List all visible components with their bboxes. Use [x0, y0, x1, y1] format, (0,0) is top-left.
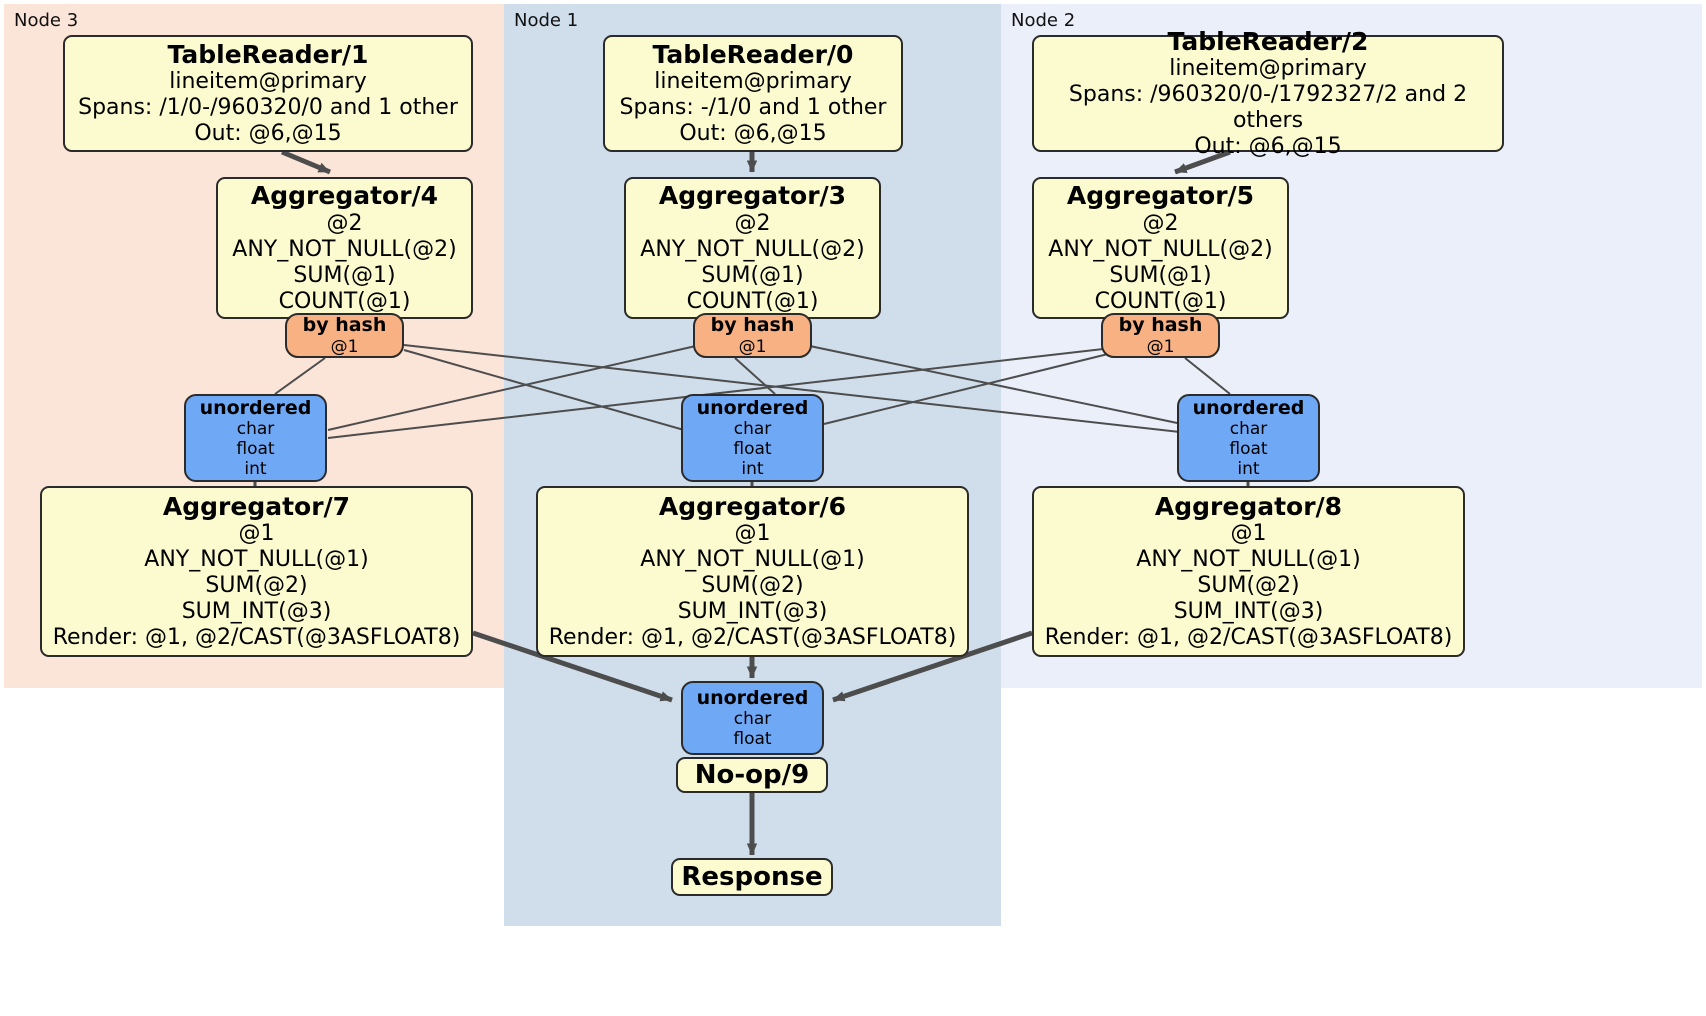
- processor-detail: lineitem@primary: [654, 69, 852, 95]
- router-detail: float: [1229, 439, 1268, 460]
- processor-title: Aggregator/5: [1066, 181, 1255, 211]
- processor-detail: COUNT(@1): [686, 288, 819, 314]
- processor-detail: SUM(@1): [701, 262, 804, 288]
- processor-title: TableReader/0: [652, 39, 854, 69]
- router-unordered-center[interactable]: unordered char float int: [681, 394, 824, 482]
- router-unordered-final[interactable]: unordered char float: [681, 681, 824, 755]
- router-title: unordered: [696, 686, 809, 709]
- processor-title: Aggregator/3: [658, 181, 847, 211]
- processor-detail: lineitem@primary: [169, 69, 367, 95]
- processor-title: Aggregator/6: [658, 491, 847, 521]
- processor-render-detail: Render: @1, @2/CAST(@3ASFLOAT8): [548, 625, 957, 651]
- processor-detail: SUM(@2): [701, 573, 804, 599]
- processor-no-op-9[interactable]: No-op/9: [676, 757, 828, 793]
- processor-detail: Out: @6,@15: [1194, 134, 1342, 160]
- router-detail: float: [733, 729, 772, 750]
- node-panel-label-node-2: Node 2: [1011, 10, 1076, 31]
- processor-detail: ANY_NOT_NULL(@2): [232, 236, 457, 262]
- processor-title: TableReader/2: [1167, 26, 1369, 56]
- router-detail: char: [1229, 419, 1268, 440]
- router-detail: @1: [1146, 336, 1175, 357]
- processor-detail: SUM_INT(@3): [181, 599, 332, 625]
- processor-title: Aggregator/8: [1154, 491, 1343, 521]
- processor-title: TableReader/1: [167, 39, 369, 69]
- processor-detail: COUNT(@1): [1094, 288, 1227, 314]
- processor-table-reader-2[interactable]: TableReader/2 lineitem@primary Spans: /9…: [1032, 27, 1504, 159]
- processor-detail: SUM_INT(@3): [1173, 599, 1324, 625]
- processor-table-reader-1[interactable]: TableReader/1 lineitem@primary Spans: /1…: [63, 35, 473, 152]
- router-unordered-left[interactable]: unordered char float int: [184, 394, 327, 482]
- processor-render-detail: Render: @1, @2/CAST(@3ASFLOAT8): [1044, 625, 1453, 651]
- router-detail: char: [236, 419, 275, 440]
- processor-detail: @2: [326, 210, 363, 236]
- router-by-hash-center[interactable]: by hash @1: [693, 313, 812, 358]
- processor-title: Response: [681, 861, 823, 892]
- router-detail: @1: [330, 336, 359, 357]
- processor-title: No-op/9: [694, 759, 810, 790]
- processor-aggregator-8[interactable]: Aggregator/8 @1 ANY_NOT_NULL(@1) SUM(@2)…: [1032, 486, 1465, 657]
- router-by-hash-right[interactable]: by hash @1: [1101, 313, 1220, 358]
- processor-detail: Spans: -/1/0 and 1 other: [619, 95, 887, 121]
- processor-detail: lineitem@primary: [1169, 56, 1367, 82]
- processor-detail: Out: @6,@15: [194, 121, 342, 147]
- node-panel-label-node-3: Node 3: [14, 10, 79, 31]
- processor-detail: @1: [1230, 521, 1267, 547]
- router-detail: float: [733, 439, 772, 460]
- processor-detail: ANY_NOT_NULL(@1): [1136, 547, 1361, 573]
- router-title: unordered: [696, 396, 809, 419]
- processor-render-detail: Render: @1, @2/CAST(@3ASFLOAT8): [52, 625, 461, 651]
- processor-title: Aggregator/4: [250, 181, 439, 211]
- processor-detail: @1: [734, 521, 771, 547]
- router-detail: float: [236, 439, 275, 460]
- router-title: by hash: [302, 314, 387, 337]
- processor-detail: @2: [734, 210, 771, 236]
- router-title: by hash: [1118, 314, 1203, 337]
- router-detail: int: [741, 459, 764, 480]
- processor-aggregator-3[interactable]: Aggregator/3 @2 ANY_NOT_NULL(@2) SUM(@1)…: [624, 177, 881, 319]
- processor-detail: Spans: /960320/0-/1792327/2 and 2 others: [1068, 82, 1468, 134]
- processor-detail: COUNT(@1): [278, 288, 411, 314]
- processor-detail: SUM(@1): [293, 262, 396, 288]
- processor-detail: ANY_NOT_NULL(@1): [640, 547, 865, 573]
- router-detail: char: [733, 419, 772, 440]
- router-detail: int: [1237, 459, 1260, 480]
- processor-detail: SUM_INT(@3): [677, 599, 828, 625]
- node-panel-label-node-1: Node 1: [514, 10, 579, 31]
- processor-aggregator-4[interactable]: Aggregator/4 @2 ANY_NOT_NULL(@2) SUM(@1)…: [216, 177, 473, 319]
- router-detail: char: [733, 709, 772, 730]
- processor-aggregator-5[interactable]: Aggregator/5 @2 ANY_NOT_NULL(@2) SUM(@1)…: [1032, 177, 1289, 319]
- router-title: unordered: [1192, 396, 1305, 419]
- router-detail: int: [244, 459, 267, 480]
- processor-detail: Out: @6,@15: [679, 121, 827, 147]
- processor-table-reader-0[interactable]: TableReader/0 lineitem@primary Spans: -/…: [603, 35, 903, 152]
- processor-aggregator-6[interactable]: Aggregator/6 @1 ANY_NOT_NULL(@1) SUM(@2)…: [536, 486, 969, 657]
- processor-detail: SUM(@2): [205, 573, 308, 599]
- router-title: unordered: [199, 396, 312, 419]
- processor-detail: ANY_NOT_NULL(@2): [1048, 236, 1273, 262]
- processor-detail: Spans: /1/0-/960320/0 and 1 other: [78, 95, 458, 121]
- processor-response[interactable]: Response: [671, 858, 833, 896]
- processor-detail: SUM(@1): [1109, 262, 1212, 288]
- router-title: by hash: [710, 314, 795, 337]
- processor-detail: ANY_NOT_NULL(@1): [144, 547, 369, 573]
- processor-title: Aggregator/7: [162, 491, 351, 521]
- processor-detail: @1: [238, 521, 275, 547]
- processor-detail: SUM(@2): [1197, 573, 1300, 599]
- router-by-hash-left[interactable]: by hash @1: [285, 313, 404, 358]
- processor-aggregator-7[interactable]: Aggregator/7 @1 ANY_NOT_NULL(@1) SUM(@2)…: [40, 486, 473, 657]
- router-detail: @1: [738, 336, 767, 357]
- processor-detail: ANY_NOT_NULL(@2): [640, 236, 865, 262]
- router-unordered-right[interactable]: unordered char float int: [1177, 394, 1320, 482]
- processor-detail: @2: [1142, 210, 1179, 236]
